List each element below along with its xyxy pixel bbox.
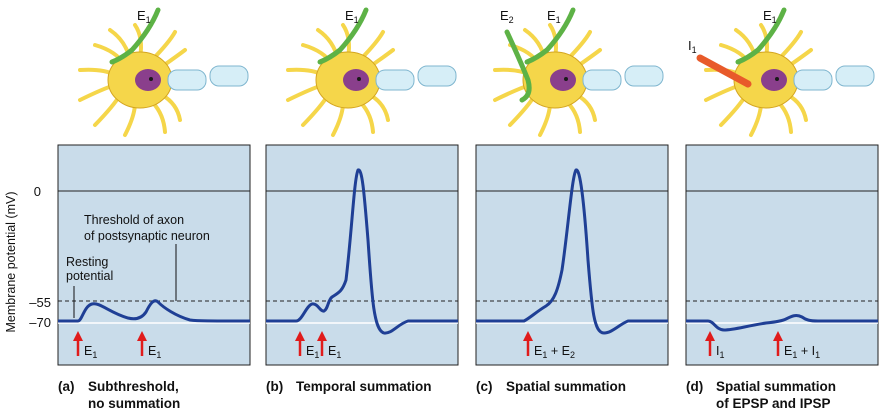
myelin-sheath: [209, 65, 249, 87]
nucleus: [761, 69, 787, 91]
neuron-illustration-d: [704, 7, 875, 137]
y-tick-minus70: –70: [29, 315, 51, 330]
resting-label-line2: potential: [66, 269, 113, 283]
neuron-label-e2: E2: [500, 8, 514, 25]
membrane-trace: [266, 168, 458, 335]
myelin-sheath: [375, 69, 415, 91]
neuron-illustration-a: [78, 7, 249, 137]
neuron-label-i1: I1: [688, 38, 697, 55]
caption-a-line1: Subthreshold,: [88, 379, 179, 394]
graph-panel-c: E1 + E2: [475, 144, 669, 366]
panel-background: [685, 144, 879, 366]
threshold-label-line1: Threshold of axon: [84, 213, 184, 227]
neuron-d-extras: [696, 54, 752, 88]
myelin-sheath: [793, 69, 833, 91]
nucleus: [550, 69, 576, 91]
membrane-trace: [686, 314, 878, 332]
excitatory-axon: [524, 7, 576, 65]
nucleus: [135, 69, 161, 91]
neuron-label-e1: E1: [763, 8, 777, 25]
caption-d-line2: of EPSP and IPSP: [716, 396, 831, 411]
caption-a-line2: no summation: [88, 396, 181, 411]
neuron-illustration-b: [286, 7, 457, 137]
y-tick-minus55: –55: [29, 295, 51, 310]
caption-c-line1: Spatial summation: [506, 379, 627, 394]
excitatory-axon: [109, 7, 161, 65]
panel-background: [475, 144, 669, 366]
caption-c: (c) Spatial summation: [476, 378, 626, 395]
excitatory-axon: [735, 7, 787, 65]
stimulus-label: E1 + E2: [534, 344, 575, 360]
neuron-label-e1: E1: [137, 8, 151, 25]
resting-label-line1: Resting: [66, 255, 108, 269]
caption-a: (a) Subthreshold, no summation: [58, 378, 180, 412]
stimulus-label: I1: [716, 344, 725, 360]
stimulus-label: E1 + I1: [784, 344, 820, 360]
excitatory-axon-2: [504, 29, 532, 103]
y-tick-0: 0: [34, 184, 41, 199]
myelin-sheath: [582, 69, 622, 91]
nucleus: [343, 69, 369, 91]
excitatory-axon: [317, 7, 369, 65]
myelin-sheath: [167, 69, 207, 91]
inhibitory-axon: [696, 54, 752, 88]
neuron-label-e1: E1: [345, 8, 359, 25]
caption-b: (b) Temporal summation: [266, 378, 432, 395]
membrane-trace: [58, 299, 251, 323]
y-axis-title: Membrane potential (mV): [4, 191, 18, 332]
neuron-label-e1: E1: [547, 8, 561, 25]
caption-c-tag: (c): [476, 379, 493, 394]
caption-d-line1: Spatial summation: [716, 379, 837, 394]
myelin-sheath: [835, 65, 875, 87]
caption-b-tag: (b): [266, 379, 284, 394]
myelin-sheath: [624, 65, 664, 87]
threshold-label-line2: of postsynaptic neuron: [84, 229, 210, 243]
caption-a-tag: (a): [58, 379, 75, 394]
membrane-trace: [476, 168, 668, 335]
panel-background: [57, 144, 251, 366]
graph-panel-d: I1 E1 + I1: [685, 144, 879, 366]
myelin-sheath: [417, 65, 457, 87]
caption-d-tag: (d): [686, 379, 704, 394]
neuron-c-extras: [504, 29, 532, 103]
neuron-illustration-c: [493, 7, 664, 137]
caption-b-line1: Temporal summation: [296, 379, 432, 394]
caption-d: (d) Spatial summation of EPSP and IPSP: [686, 378, 836, 412]
